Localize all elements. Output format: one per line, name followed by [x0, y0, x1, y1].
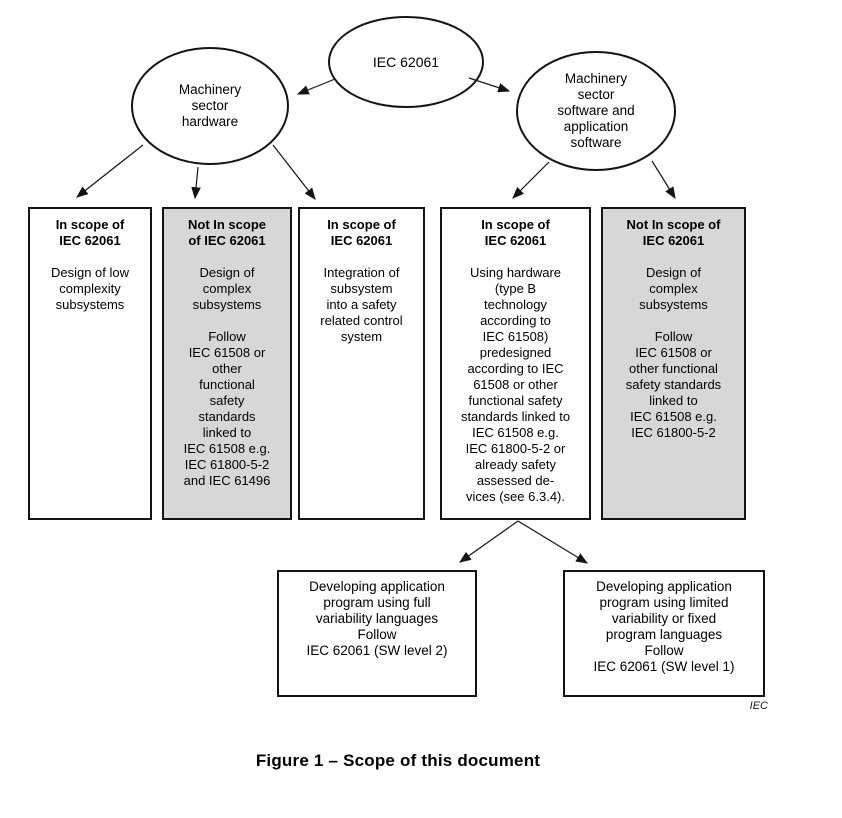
scope-box-hw-low-complexity: In scope of IEC 62061 Design of low comp… [28, 207, 152, 520]
arrow-hardware-to-box2 [191, 166, 201, 200]
sw-level-2-body: Developing application program using ful… [306, 579, 448, 658]
arrow-hardware-to-box3 [272, 144, 316, 200]
arrow-connectors [76, 77, 676, 564]
scope-box-header: In scope of IEC 62061 [481, 217, 550, 248]
arrow-root-to-hardware [296, 78, 336, 95]
scope-box-header: Not In scope of IEC 62061 [626, 217, 721, 248]
arrow-hardware-to-box1 [76, 144, 144, 198]
hardware-node-ellipse [131, 47, 289, 165]
arrow-root-to-software [468, 77, 511, 93]
scope-box-body: Design of low complexity subsystems [50, 265, 130, 312]
sw-level-2-box: Developing application program using ful… [277, 570, 477, 697]
scope-box-hw-complex-not-in-scope: Not In scope of IEC 62061 Design of comp… [162, 207, 292, 520]
scope-box-header: Not In scope of IEC 62061 [187, 217, 266, 248]
scope-box-body: Using hardware (type B technology accord… [460, 265, 571, 504]
scope-box-sw-predesigned-hardware: In scope of IEC 62061 Using hardware (ty… [440, 207, 591, 520]
software-node-label: Machinery sector software and applicatio… [557, 71, 635, 150]
arrow-box4-to-sw-level2 [459, 520, 519, 563]
scope-box-header: In scope of IEC 62061 [55, 217, 125, 248]
iec-source-label: IEC [749, 700, 768, 712]
scope-box-body: Design of complex subsystems Follow IEC … [625, 265, 722, 440]
software-node-ellipse [516, 51, 676, 171]
arrow-software-to-box4 [512, 161, 550, 199]
figure-caption: Figure 1 – Scope of this document [255, 751, 541, 770]
scope-box-body: Design of complex subsystems Follow IEC … [183, 265, 271, 488]
scope-box-sw-complex-not-in-scope: Not In scope of IEC 62061 Design of comp… [601, 207, 746, 520]
arrow-box4-to-sw-level1 [517, 520, 589, 564]
arrow-software-to-box5 [651, 160, 676, 200]
sw-level-1-box: Developing application program using lim… [563, 570, 765, 697]
hardware-node-label: Machinery sector hardware [178, 82, 242, 129]
scope-box-hw-integration: In scope of IEC 62061 Integration of sub… [298, 207, 425, 520]
scope-box-body: Integration of subsystem into a safety r… [320, 265, 403, 344]
scope-box-header: In scope of IEC 62061 [327, 217, 396, 248]
sw-level-1-body: Developing application program using lim… [593, 579, 735, 674]
root-node-ellipse [328, 16, 484, 108]
root-node-label: IEC 62061 [372, 54, 440, 70]
